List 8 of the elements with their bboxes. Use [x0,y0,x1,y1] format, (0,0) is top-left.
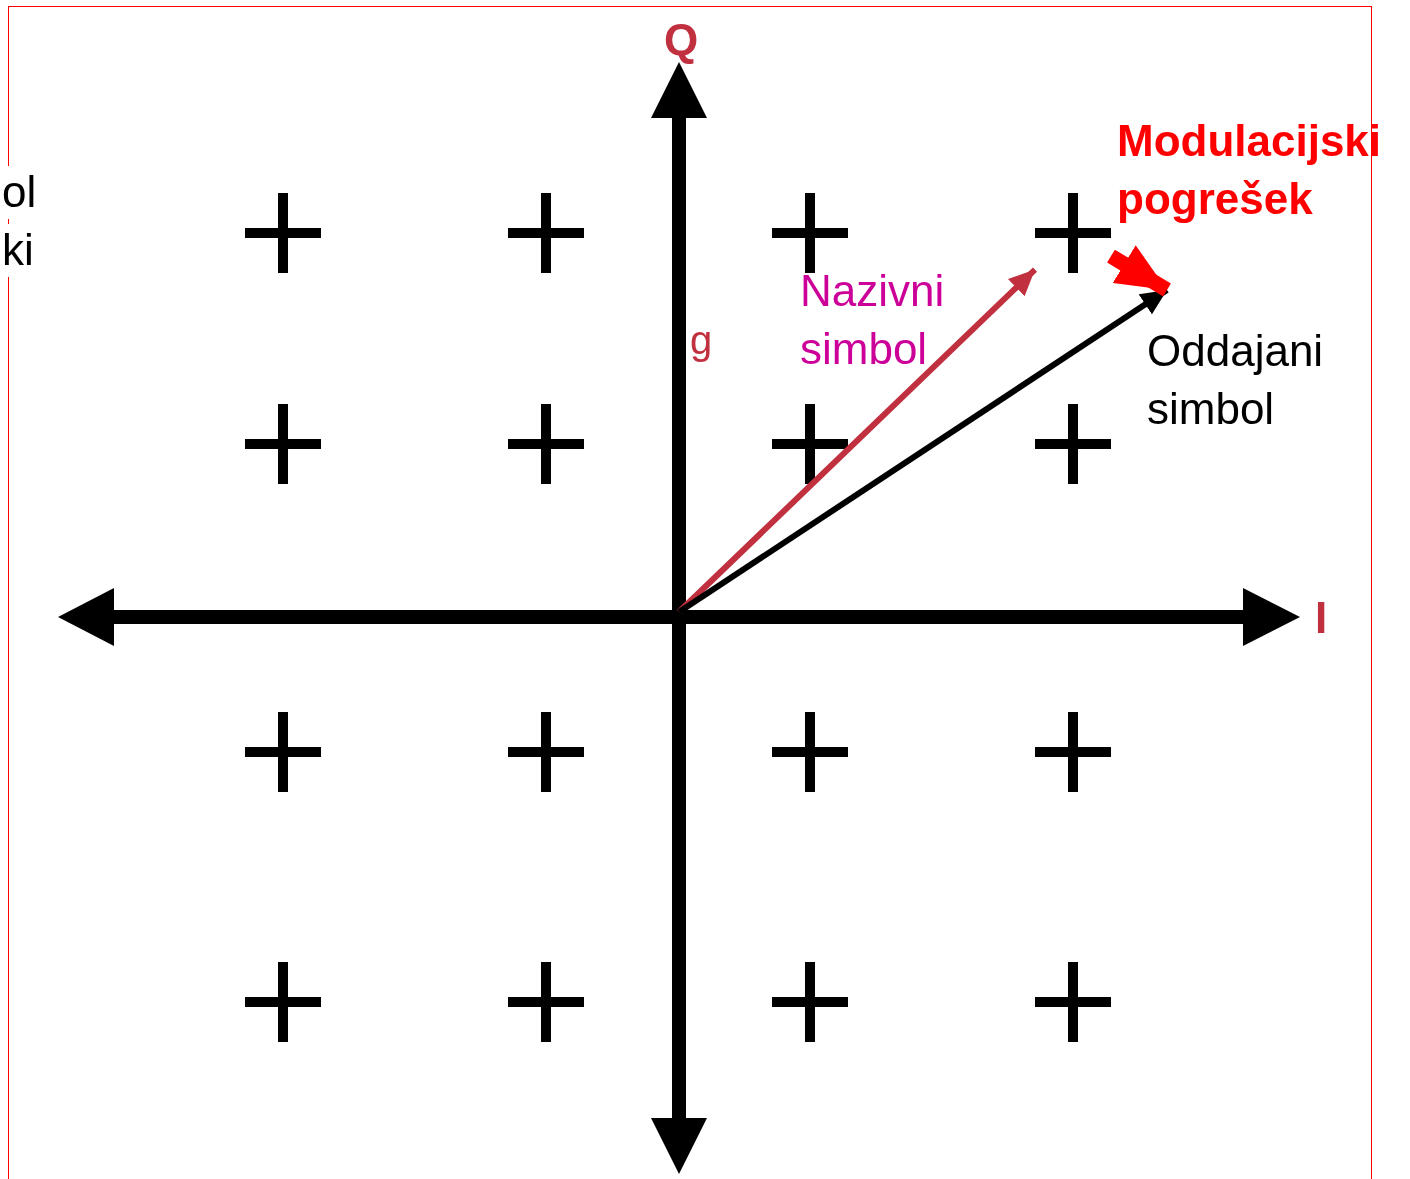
cropped-text: g [690,317,713,364]
symbol-label: Oddajani simbol [1147,325,1325,435]
cropped-text: ol [2,166,37,219]
axis-label: Q [664,14,699,66]
axis-label: I [1315,592,1328,644]
symbol-label: Nazivni simbol [800,265,946,375]
cropped-text: ki [2,224,34,277]
arrow [1107,245,1171,297]
